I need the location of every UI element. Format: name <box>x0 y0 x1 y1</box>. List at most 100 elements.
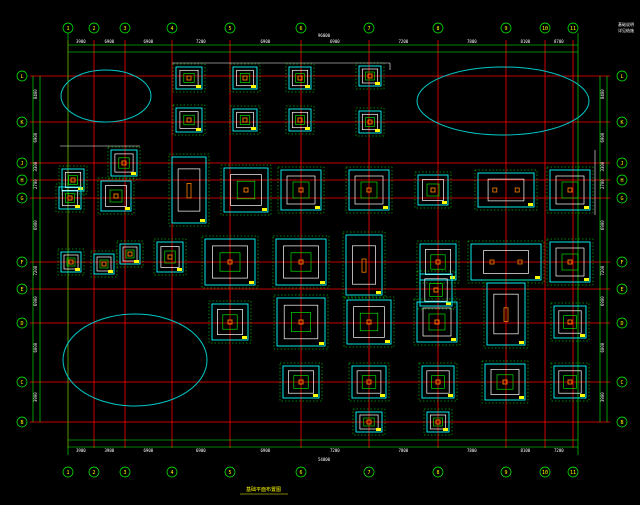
axis-bubble-left-H: H <box>16 174 28 186</box>
footing-33-mid <box>353 306 385 338</box>
footing-32-mid <box>283 304 319 340</box>
footing-27-ticks <box>416 240 460 284</box>
axis-bubble-left-L-circle <box>16 70 28 82</box>
axis-bubble-top-9-circle <box>500 22 512 34</box>
dim-top-6: 7200 <box>399 39 409 44</box>
dim-left-4: 6900 <box>33 220 38 230</box>
drawing-title: 基础平面布置图 <box>246 486 281 493</box>
footing-13-mid <box>177 168 201 212</box>
footing-24-inner <box>219 252 241 272</box>
axis-bubble-right-C-circle <box>616 376 628 388</box>
dim-top-9: 8700 <box>554 39 564 44</box>
footing-32-ticks <box>273 294 329 350</box>
footing-29-mid <box>555 247 585 277</box>
footing-23-ticks <box>153 238 187 276</box>
footing-1-outer <box>175 66 203 90</box>
footing-37-mid <box>288 370 314 394</box>
axis-bubble-bottom-7-label: 7 <box>367 470 370 476</box>
column <box>433 287 439 293</box>
footing-19-ticks <box>546 166 594 214</box>
footing-38-outer <box>351 365 387 399</box>
footing-10-ticks <box>58 165 88 195</box>
footing-39-mid <box>426 370 450 394</box>
footing-16-mid <box>354 175 384 205</box>
dim-left-8: 3900 <box>33 392 38 402</box>
footing-29 <box>546 238 594 286</box>
axis-bubble-top-11: 11 <box>567 22 579 34</box>
footing-7-ticks <box>285 105 315 135</box>
axis-bubble-right-H-circle <box>616 174 628 186</box>
footing-18-ticks <box>474 169 538 211</box>
footing-1-inner <box>183 73 195 83</box>
footing-tag <box>200 219 205 222</box>
dim-top-8: 8100 <box>521 39 531 44</box>
footing-tag <box>196 128 201 131</box>
axis-bubble-top-4-circle <box>166 22 178 34</box>
footing-tag <box>451 338 456 341</box>
axis-bubble-top-10-label: 10 <box>542 26 548 32</box>
axis-bubble-left-C-circle <box>16 376 28 388</box>
axis-bubble-right-G-label: G <box>620 196 623 202</box>
footing-tag <box>519 396 524 399</box>
footing-34-ticks <box>413 298 461 346</box>
footing-14-outer <box>223 167 269 213</box>
footing-tag <box>376 291 381 294</box>
axis-bubble-top-1: 1 <box>62 22 74 34</box>
axis-bubble-top-9: 9 <box>500 22 512 34</box>
axis-bubble-top-11-circle <box>567 22 579 34</box>
footing-1-ticks <box>172 63 206 93</box>
axis-bubble-left-E: E <box>16 283 28 295</box>
column <box>367 73 373 79</box>
footing-14-ticks <box>220 164 272 216</box>
footing-3-ticks <box>285 63 315 93</box>
axis-bubble-right-F: F <box>616 256 628 268</box>
axis-bubble-bottom-11-circle <box>567 466 579 478</box>
axis-bubble-bottom-5: 5 <box>224 466 236 478</box>
footing-39-outer <box>421 365 455 399</box>
footing-tag <box>320 281 325 284</box>
footing-18-mid <box>487 178 525 202</box>
axis-bubble-bottom-1-circle <box>62 466 74 478</box>
footing-40-outer <box>484 363 526 401</box>
footing-34-mid <box>422 307 452 337</box>
column <box>297 117 303 123</box>
axis-bubble-top-5-circle <box>224 22 236 34</box>
footing-20-inner <box>66 257 76 267</box>
footing-15-inner <box>292 181 310 199</box>
axis-bubble-top-6-label: 6 <box>299 26 302 32</box>
footing-tag <box>134 260 139 263</box>
footing-tag <box>450 276 455 279</box>
footing-7-mid <box>291 111 309 129</box>
footing-41-mid <box>558 370 582 394</box>
axis-bubble-top-10: 10 <box>539 22 551 34</box>
footing-4 <box>355 62 385 90</box>
footing-34-outer <box>416 301 458 343</box>
footing-35-ticks <box>483 279 529 349</box>
footing-7-inner <box>295 115 305 125</box>
footing-12-mid <box>61 189 79 207</box>
footing-tag <box>519 341 524 344</box>
footing-tag <box>442 201 447 204</box>
footing-30-outer <box>419 273 453 307</box>
column <box>567 319 573 325</box>
footing-27-outer <box>419 243 457 281</box>
axis-bubble-left-C-label: C <box>20 380 23 386</box>
footing-tag <box>528 203 533 206</box>
axis-bubble-left-K: K <box>16 116 28 128</box>
dim-top-3: 7200 <box>196 39 206 44</box>
axis-bubble-top-7: 7 <box>363 22 375 34</box>
footing-8 <box>355 107 385 137</box>
axis-bubble-right-B: B <box>616 416 628 428</box>
footing-40-mid <box>490 369 520 395</box>
footing-10-outer <box>61 168 85 192</box>
footing-12-inner <box>65 193 75 203</box>
footing-tag <box>262 208 267 211</box>
footing-27-inner <box>430 254 446 270</box>
footing-34 <box>413 298 461 346</box>
column <box>68 259 74 265</box>
footing-2 <box>229 63 261 93</box>
dim-bottom-5: 7200 <box>330 448 340 453</box>
